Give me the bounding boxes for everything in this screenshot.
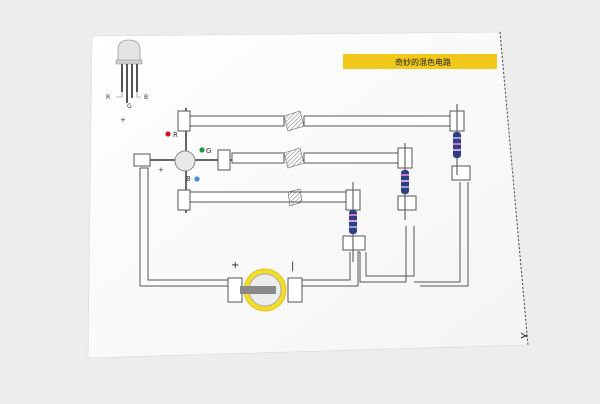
- clip-plus-led: [133, 153, 151, 167]
- pin-label-b: B: [186, 175, 191, 183]
- clip-r-led: [177, 110, 191, 132]
- clip-return-3: [451, 165, 471, 181]
- clip-g-led: [217, 149, 231, 171]
- title-banner: 奇妙的混色电路: [343, 54, 497, 69]
- resistor-b: [349, 182, 357, 262]
- led-legend-bulb: [117, 39, 141, 63]
- perforation-line: [499, 31, 529, 346]
- break-mark-middle: [283, 147, 305, 169]
- battery-contact-bar: [240, 286, 276, 294]
- scissors-icon: [520, 332, 528, 339]
- wire-b: [187, 191, 347, 203]
- resistors: [349, 104, 461, 262]
- battery-clip-left: [227, 277, 243, 303]
- resistor-r: [453, 104, 461, 175]
- legend-label-plus: +: [120, 116, 126, 124]
- pin-label-r: R: [173, 131, 178, 139]
- legend-label-g: G: [127, 103, 132, 110]
- wire-battery-loop: [139, 167, 228, 287]
- red-dot-icon: [165, 131, 171, 137]
- green-dot-icon: [199, 147, 205, 153]
- battery-holder: + |: [227, 260, 303, 312]
- break-mark-lower: [287, 188, 303, 207]
- wire-return: [302, 251, 360, 287]
- wire-r: [187, 115, 285, 127]
- title-banner-bg: [343, 54, 497, 69]
- battery-minus-label: |: [291, 261, 294, 272]
- blue-dot-icon: [194, 176, 200, 182]
- clip-return-2: [397, 195, 417, 211]
- break-mark-top: [283, 110, 305, 132]
- resistor-g: [401, 143, 409, 220]
- connector-clips: [133, 110, 471, 251]
- pin-label-plus: +: [158, 166, 164, 174]
- pin-label-g: G: [206, 147, 211, 155]
- rgb-led: R G B +: [140, 108, 232, 213]
- clip-return-1: [342, 235, 366, 251]
- led-legend: R G B +: [106, 39, 148, 124]
- led-legend-rim: [115, 59, 143, 65]
- title-text: 奇妙的混色电路: [395, 57, 451, 67]
- clip-b-led: [177, 189, 191, 211]
- wire-g: [231, 152, 285, 164]
- legend-label-r: R: [106, 94, 110, 101]
- legend-label-b: B: [144, 94, 148, 101]
- wire-breaks: [283, 110, 305, 207]
- battery-plus-label: +: [231, 260, 239, 271]
- led-body: [174, 150, 196, 172]
- battery-clip-right: [287, 277, 303, 303]
